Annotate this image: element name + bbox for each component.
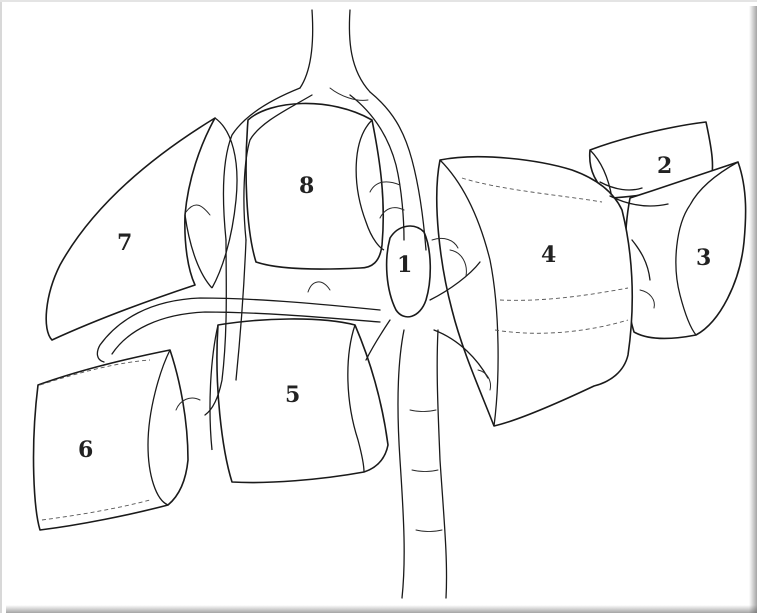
- segment-4-label: 4: [541, 242, 556, 268]
- segment-2-label: 2: [657, 153, 672, 179]
- segment-8-label: 8: [299, 173, 314, 199]
- segment-6-label: 6: [78, 437, 93, 463]
- segment-4: [437, 157, 632, 426]
- segment-1-label: 1: [397, 252, 412, 278]
- segment-6: [34, 350, 188, 530]
- segment-3-label: 3: [696, 245, 711, 271]
- segment-8: [246, 103, 384, 269]
- segment-7-label: 7: [117, 230, 132, 256]
- segment-7: [46, 118, 237, 340]
- segment-5-label: 5: [285, 382, 300, 408]
